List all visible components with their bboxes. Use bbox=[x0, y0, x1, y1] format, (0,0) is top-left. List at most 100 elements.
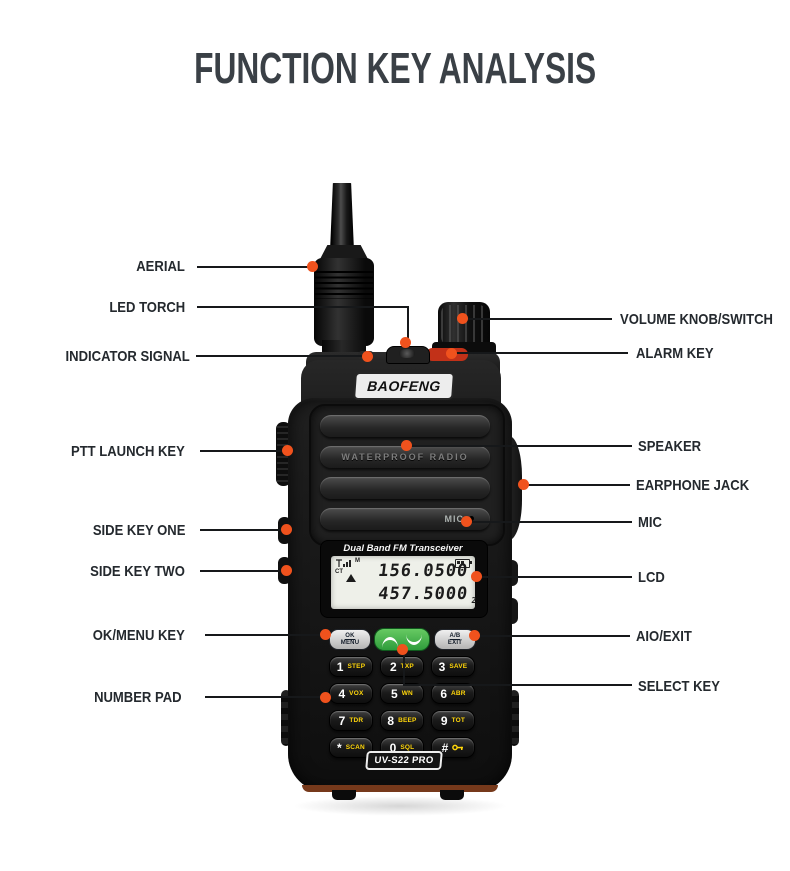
callout-label-select-key: SELECT KEY bbox=[638, 678, 720, 695]
marker-dot-mic bbox=[461, 516, 472, 527]
leader-line-side-key-one bbox=[200, 529, 287, 531]
marker-dot-led-torch bbox=[400, 337, 411, 348]
leader-line-mic bbox=[470, 521, 632, 523]
marker-dot-aerial bbox=[307, 261, 318, 272]
speaker-slat-2: WATERPROOF RADIO bbox=[320, 446, 490, 468]
lcd-screen: M CT 156.0500 1 457.5000 2 bbox=[331, 556, 477, 609]
callout-label-ptt-launch-key: PTT LAUNCH KEY bbox=[71, 443, 185, 460]
marker-dot-alarm-key bbox=[446, 348, 457, 359]
callout-label-mic: MIC bbox=[638, 514, 662, 531]
ab-label: A/B bbox=[449, 632, 461, 640]
led-torch-lens bbox=[399, 349, 415, 358]
antenna-ribs bbox=[315, 271, 373, 299]
marker-dot-indicator-signal bbox=[362, 351, 373, 362]
marker-dot-ok-menu-key bbox=[320, 629, 331, 640]
radio-shadow bbox=[292, 796, 508, 816]
arc-up-icon bbox=[405, 634, 422, 645]
leader-line-alarm-key bbox=[455, 352, 628, 354]
bottom-foot-left bbox=[332, 790, 356, 800]
callout-label-alarm-key: ALARM KEY bbox=[636, 345, 714, 362]
leader-line-indicator-signal bbox=[196, 355, 368, 357]
left-grip-ribs bbox=[281, 690, 291, 746]
callout-label-aio-exit: AIO/EXIT bbox=[636, 628, 692, 645]
grille-text: WATERPROOF RADIO bbox=[341, 452, 469, 462]
signal-bars-icon bbox=[336, 559, 351, 567]
callout-label-number-pad: NUMBER PAD bbox=[94, 689, 182, 706]
marker-dot-side-key-one bbox=[281, 524, 292, 535]
callout-label-side-key-two: SIDE KEY TWO bbox=[90, 563, 185, 580]
arc-down-icon bbox=[382, 636, 399, 648]
callout-label-earphone-jack: EARPHONE JACK bbox=[636, 477, 750, 494]
battery-icon bbox=[455, 559, 472, 568]
marker-dot-number-pad bbox=[320, 692, 331, 703]
marker-dot-aio-exit bbox=[469, 630, 480, 641]
marker-dot-earphone-jack bbox=[518, 479, 529, 490]
leader-line-number-pad bbox=[205, 696, 325, 698]
leader-line-select-key-vertical bbox=[403, 650, 405, 686]
brand-plate: BAOFENG bbox=[353, 372, 455, 400]
lcd-frequency-row-2: 457.5000 2 bbox=[354, 583, 479, 605]
model-label: UV-S22 PRO bbox=[374, 755, 434, 766]
menu-label: MENU bbox=[340, 640, 360, 646]
marker-dot-volume-knob bbox=[457, 313, 468, 324]
callout-label-volume-knob: VOLUME KNOB/SWITCH bbox=[620, 311, 773, 328]
leader-line-ok-menu-key bbox=[205, 634, 325, 636]
leader-line-led-torch bbox=[197, 306, 409, 308]
leader-line-side-key-two bbox=[200, 570, 287, 572]
marker-dot-side-key-two bbox=[281, 565, 292, 576]
lcd-frequency-a: 156.0500 bbox=[377, 561, 470, 581]
marker-dot-select-key bbox=[397, 644, 408, 655]
callout-label-speaker: SPEAKER bbox=[638, 438, 702, 455]
speaker-slat-3 bbox=[320, 477, 490, 499]
mic-label: MIC bbox=[444, 514, 464, 524]
right-grip-ribs bbox=[509, 690, 519, 746]
keypad-button-star: *SCAN bbox=[329, 737, 373, 758]
callout-label-indicator-signal: INDICATOR SIGNAL bbox=[65, 348, 190, 365]
volume-knob-ridges bbox=[441, 305, 487, 345]
callout-label-side-key-one: SIDE KEY ONE bbox=[92, 522, 185, 539]
bottom-foot-right bbox=[440, 790, 464, 800]
lcd-ct-label: CT bbox=[335, 569, 343, 575]
leader-line-speaker bbox=[410, 445, 632, 447]
key-icon bbox=[452, 744, 464, 751]
speaker-slat-1 bbox=[320, 415, 490, 437]
leader-line-led-torch-vertical bbox=[407, 306, 409, 342]
leader-line-earphone-jack bbox=[527, 484, 630, 486]
callout-label-aerial: AERIAL bbox=[136, 258, 185, 275]
callout-label-ok-menu-key: OK/MENU KEY bbox=[92, 627, 185, 644]
leader-line-aerial bbox=[197, 266, 313, 268]
lcd-frequency-b: 457.5000 bbox=[377, 584, 470, 604]
lcd-frequency-row-1: 156.0500 1 bbox=[354, 560, 479, 582]
exit-label: EXIT bbox=[447, 640, 463, 646]
model-plate: UV-S22 PRO bbox=[365, 751, 443, 770]
leader-line-select-key bbox=[403, 684, 632, 686]
brand-logo: BAOFENG bbox=[366, 378, 442, 394]
leader-line-ptt-launch-key bbox=[200, 450, 288, 452]
up-arrow-indicator bbox=[346, 574, 356, 582]
leader-line-volume-knob bbox=[465, 318, 612, 320]
antenna-rod bbox=[330, 183, 354, 251]
marker-dot-lcd bbox=[471, 571, 482, 582]
marker-dot-speaker bbox=[401, 440, 412, 451]
ok-label: OK bbox=[345, 632, 355, 640]
marker-dot-ptt-launch-key bbox=[282, 445, 293, 456]
battery-seam bbox=[302, 785, 498, 792]
callout-label-led-torch: LED TORCH bbox=[109, 299, 185, 316]
ok-menu-button: OK MENU bbox=[329, 629, 371, 650]
page-title: FUNCTION KEY ANALYSIS bbox=[194, 44, 596, 93]
leader-line-aio-exit bbox=[478, 635, 630, 637]
lcd-mode-indicator: M bbox=[355, 558, 360, 564]
lcd-header: Dual Band FM Transceiver bbox=[343, 543, 463, 554]
callout-label-lcd: LCD bbox=[638, 569, 665, 586]
ab-exit-button: A/B EXIT bbox=[434, 629, 476, 650]
